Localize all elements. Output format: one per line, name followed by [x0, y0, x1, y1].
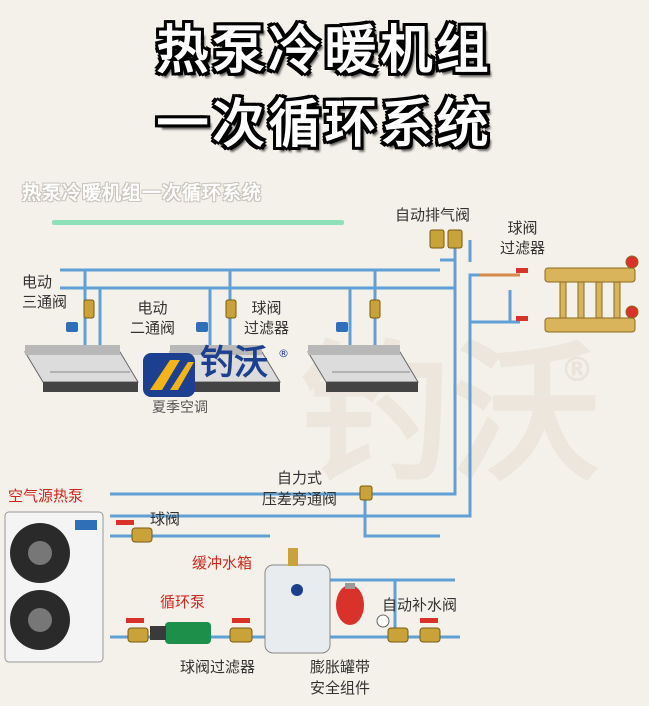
label-ball-filter-bottom: 球阀过滤器	[180, 658, 256, 676]
brand-logo-text: 钓沃	[200, 343, 268, 383]
label-ball-valve: 球阀	[150, 510, 181, 528]
brand-registered-mark: ®	[278, 347, 289, 360]
valve-handle	[116, 520, 438, 623]
label-circulation-pump: 循环泵	[160, 593, 206, 611]
floor-heating-manifold	[544, 255, 639, 333]
main-title-line2: 一次循环系统	[156, 95, 493, 155]
electric-valve	[66, 322, 348, 332]
label-air-source-heat-pump: 空气源热泵	[8, 487, 84, 505]
label-auto-fill-valve: 自动补水阀	[382, 596, 458, 614]
subtitle-underline	[52, 220, 344, 225]
circulation-pump	[150, 622, 211, 644]
label-auto-vent-valve: 自动排气阀	[395, 206, 471, 224]
label-bypass-valve: 自力式 压差旁通阀	[262, 469, 338, 508]
label-expansion-tank: 膨胀罐带 安全组件	[310, 658, 371, 697]
fan-coil-unit	[307, 345, 419, 392]
brass-valve	[83, 229, 463, 319]
brand-tagline: 夏季空调	[152, 400, 208, 416]
label-electric-3way-valve: 电动 三通阀	[22, 273, 68, 311]
diagram-subtitle: 热泵冷暖机组一次循环系统	[22, 182, 263, 204]
label-buffer-tank: 缓冲水箱	[192, 554, 253, 572]
pipe	[110, 273, 480, 518]
label-electric-2way-valve: 电动 二通阀	[130, 299, 176, 337]
air-source-heat-pump	[4, 511, 104, 663]
pipe	[363, 498, 440, 538]
brand-watermark-registered: ®	[560, 350, 594, 390]
label-ball-filter-right: 球阀 过滤器	[500, 219, 546, 257]
ball-valve	[127, 485, 441, 643]
main-title-line1: 热泵冷暖机组	[156, 21, 493, 81]
fan-coil-unit	[169, 345, 281, 392]
fan-coil-unit	[24, 345, 139, 392]
valve-handle	[516, 268, 528, 321]
buffer-tank	[264, 548, 331, 654]
pipe	[110, 258, 457, 496]
expansion-tank	[336, 583, 364, 625]
label-ball-filter-top: 球阀 过滤器	[244, 299, 290, 337]
brand-logo-icon	[143, 353, 195, 397]
pressure-gauge-icon	[376, 614, 390, 628]
